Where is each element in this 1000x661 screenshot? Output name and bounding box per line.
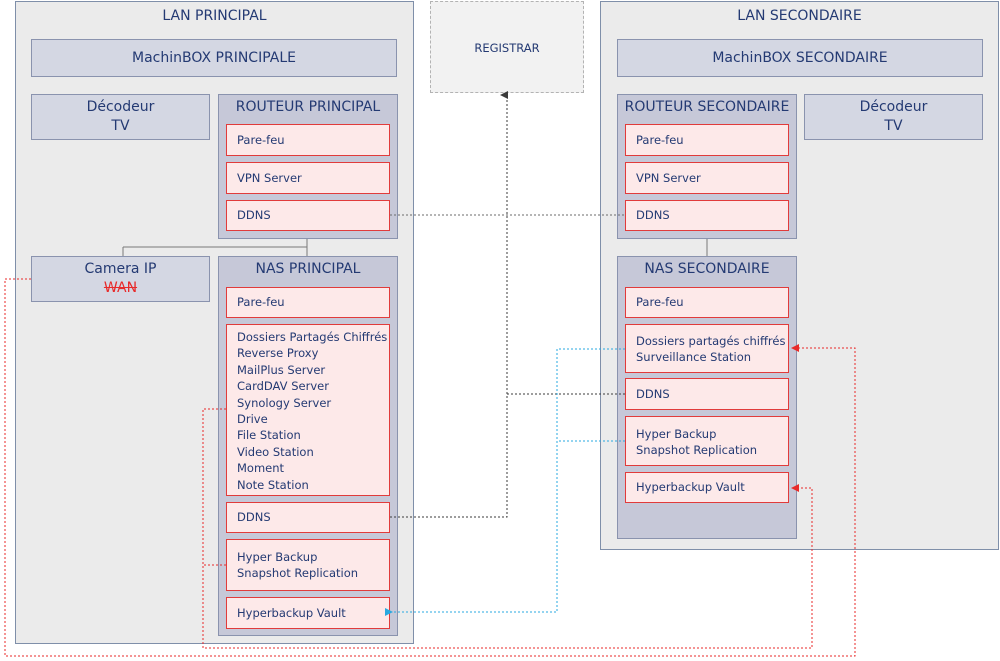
lan-principal-title: LAN PRINCIPAL xyxy=(162,8,267,24)
decoder-tv-label: TV xyxy=(111,118,130,134)
nas-principal-hyper-backup: Hyper Backup Snapshot Replication xyxy=(226,539,390,591)
machinbox-principale-label: MachinBOX PRINCIPALE xyxy=(132,49,296,66)
nas-secondaire-packages: Dossiers partagés chiffrés Surveillance … xyxy=(625,324,789,373)
decoder-label: Décodeur xyxy=(86,99,155,115)
routeur-secondaire-vpn-server: VPN Server xyxy=(625,162,789,194)
service-label: Hyperbackup Vault xyxy=(636,480,745,495)
decoder-tv-principal: Décodeur TV xyxy=(31,94,210,140)
camera-ip: Camera IP WAN xyxy=(31,256,210,302)
lan-secondaire-title: LAN SECONDAIRE xyxy=(737,8,862,24)
machinbox-secondaire-label: MachinBOX SECONDAIRE xyxy=(712,49,888,66)
service-label: Pare-feu xyxy=(636,132,684,147)
machinbox-secondaire: MachinBOX SECONDAIRE xyxy=(617,39,983,77)
routeur-principal-vpn-server: VPN Server xyxy=(226,162,390,194)
hyper-backup-to-vault-link xyxy=(385,440,625,616)
package-item: Note Station xyxy=(237,477,309,492)
service-label: VPN Server xyxy=(237,170,302,185)
routeur-secondaire-title: ROUTEUR SECONDAIRE xyxy=(624,99,790,115)
machinbox-principale: MachinBOX PRINCIPALE xyxy=(31,39,397,77)
registrar-box: REGISTRAR xyxy=(430,1,584,93)
service-label: VPN Server xyxy=(636,170,701,185)
service-label: Pare-feu xyxy=(636,295,684,310)
nas-secondaire-hyper-backup: Hyper Backup Snapshot Replication xyxy=(625,416,789,466)
nas-principal-hyperbackup-vault: Hyperbackup Vault xyxy=(226,597,390,629)
nas-secondaire-ddns: DDNS xyxy=(625,378,789,410)
service-label: Pare-feu xyxy=(237,132,285,147)
package-item: Drive xyxy=(237,412,268,427)
decoder-label: Décodeur xyxy=(859,99,928,115)
package-item: Reverse Proxy xyxy=(237,346,319,361)
package-item: Video Station xyxy=(237,444,314,459)
nas-principal-title: NAS PRINCIPAL xyxy=(255,261,361,277)
package-item: Dossiers Partagés Chiffrés xyxy=(237,330,388,344)
backup-item: Hyper Backup xyxy=(237,550,318,564)
nas-principal-ddns: DDNS xyxy=(226,502,390,533)
backup-item: Snapshot Replication xyxy=(237,566,359,581)
service-label: DDNS xyxy=(636,208,670,223)
nas-principal-packages: Dossiers Partagés Chiffrés Reverse Proxy… xyxy=(226,324,390,496)
routeur-principal-pare-feu: Pare-feu xyxy=(226,124,390,156)
package-item: Dossiers partagés chiffrés xyxy=(636,334,786,348)
package-item: File Station xyxy=(237,428,301,443)
nas-principal-pare-feu: Pare-feu xyxy=(226,287,390,318)
package-item: Synology Server xyxy=(237,395,332,410)
package-item: CardDAV Server xyxy=(237,379,329,394)
service-label: Pare-feu xyxy=(237,295,285,310)
routeur-principal-ddns: DDNS xyxy=(226,200,390,231)
service-label: DDNS xyxy=(237,510,271,525)
registrar-label: REGISTRAR xyxy=(474,41,540,55)
package-item: Surveillance Station xyxy=(636,350,752,365)
service-label: Hyperbackup Vault xyxy=(237,605,346,620)
decoder-tv-secondaire: Décodeur TV xyxy=(804,94,983,140)
routeur-secondaire-pare-feu: Pare-feu xyxy=(625,124,789,156)
routeur-secondaire-ddns: DDNS xyxy=(625,200,789,231)
nas-secondaire-hyperbackup-vault: Hyperbackup Vault xyxy=(625,472,789,503)
package-item: MailPlus Server xyxy=(237,362,326,377)
service-label: DDNS xyxy=(237,208,271,223)
camera-wan-label: WAN xyxy=(103,280,138,296)
service-label: DDNS xyxy=(636,386,670,401)
routeur-principal-title: ROUTEUR PRINCIPAL xyxy=(235,99,381,115)
decoder-tv-label: TV xyxy=(884,118,903,134)
nas-secondaire-title: NAS SECONDAIRE xyxy=(644,261,770,277)
package-item: Moment xyxy=(237,461,285,476)
backup-item: Snapshot Replication xyxy=(636,443,758,458)
camera-ip-label: Camera IP xyxy=(84,261,157,277)
nas-secondaire-pare-feu: Pare-feu xyxy=(625,287,789,318)
backup-item: Hyper Backup xyxy=(636,427,717,441)
